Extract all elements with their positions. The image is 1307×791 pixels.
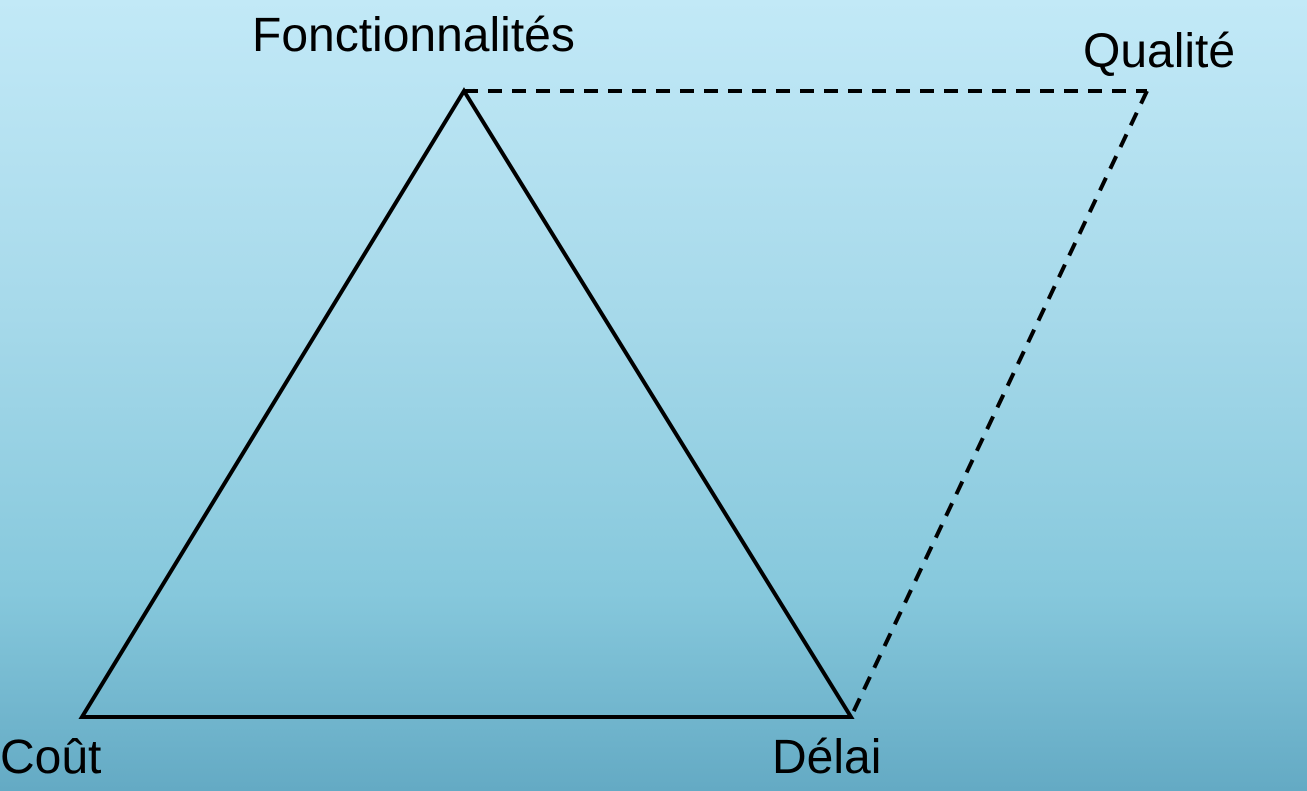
dashed-edge-qualite-delai <box>849 90 1149 718</box>
project-triangle <box>78 87 855 719</box>
vertex-label-cout: Coût <box>0 731 102 784</box>
vertex-label-qualite: Qualité <box>1083 25 1236 78</box>
vertex-label-fonctionnalites: Fonctionnalités <box>252 9 575 62</box>
vertex-label-delai: Délai <box>772 731 882 784</box>
